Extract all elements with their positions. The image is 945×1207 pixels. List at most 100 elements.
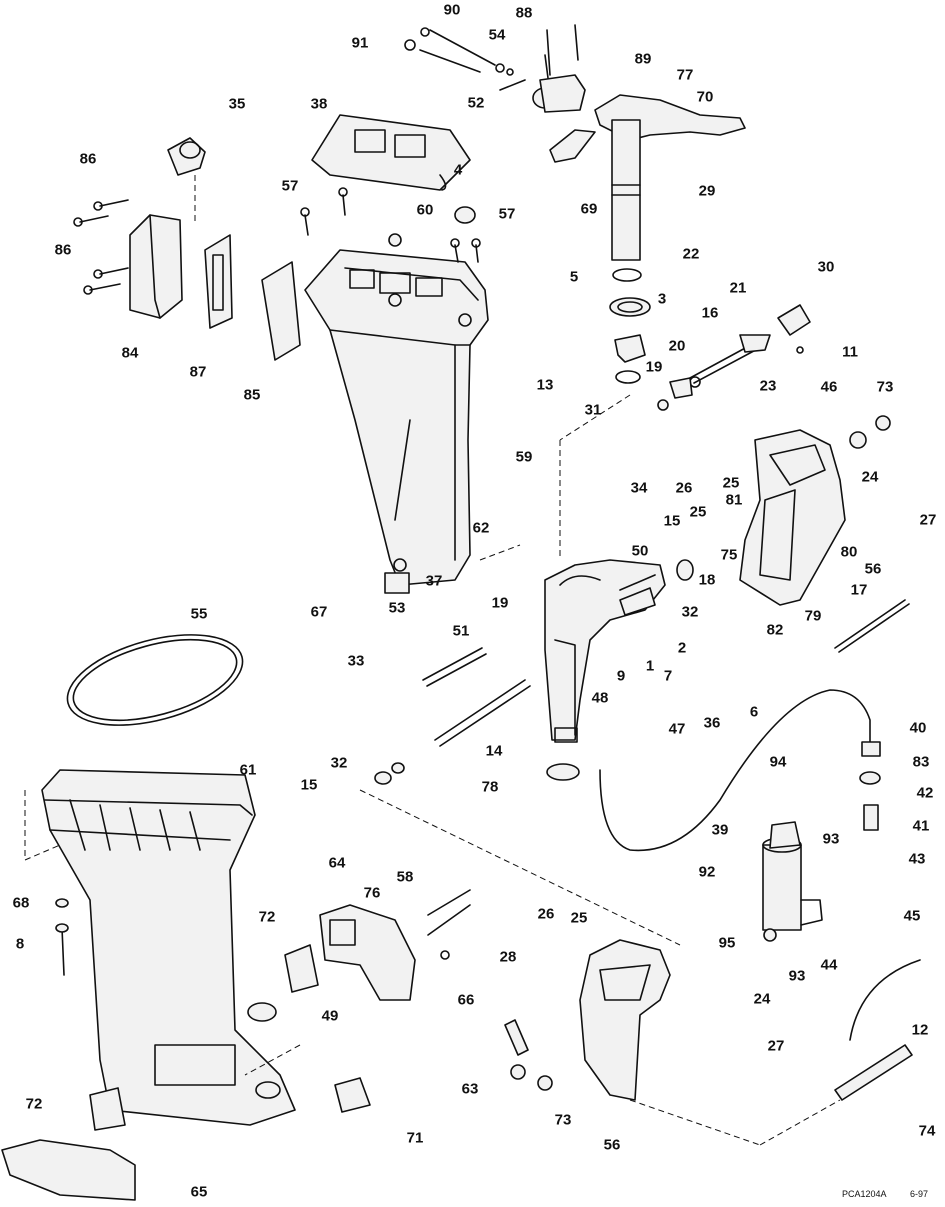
callout-12: 12 <box>911 1021 929 1039</box>
callout-57b: 57 <box>498 205 516 223</box>
callout-56: 56 <box>864 560 882 578</box>
callout-6: 6 <box>749 703 759 721</box>
callout-93b: 93 <box>788 967 806 985</box>
drive-shaft-housing-59 <box>304 249 489 594</box>
callout-80: 80 <box>840 543 858 561</box>
callout-11: 11 <box>842 343 858 361</box>
callout-1: 1 <box>645 657 655 675</box>
callout-9: 9 <box>616 667 626 685</box>
wear-pad-69 <box>549 129 596 163</box>
callout-94: 94 <box>769 753 787 771</box>
callout-79: 79 <box>804 607 822 625</box>
callout-42: 42 <box>916 784 934 802</box>
callout-59: 59 <box>515 448 533 466</box>
callout-46: 46 <box>820 378 838 396</box>
callout-7: 7 <box>663 667 673 685</box>
callout-20: 20 <box>668 337 686 355</box>
callout-49: 49 <box>321 1007 339 1025</box>
callout-22: 22 <box>682 245 700 263</box>
callout-65: 65 <box>190 1183 208 1201</box>
callout-90: 90 <box>443 1 461 19</box>
callout-37: 37 <box>425 572 443 590</box>
callout-8: 8 <box>15 935 25 953</box>
callout-45: 45 <box>903 907 921 925</box>
callout-17: 17 <box>850 581 868 599</box>
callout-32b: 32 <box>330 754 348 772</box>
mount-64 <box>319 904 416 1001</box>
callout-24: 24 <box>861 468 879 486</box>
trim-cable-39 <box>599 689 881 852</box>
callout-5: 5 <box>569 268 579 286</box>
callout-74: 74 <box>918 1122 936 1140</box>
callout-86b: 86 <box>54 241 72 259</box>
callout-21: 21 <box>729 279 747 297</box>
stern-bracket-23 <box>739 415 891 606</box>
callout-51: 51 <box>452 622 470 640</box>
callout-62: 62 <box>472 519 490 537</box>
assembly-lines <box>24 394 841 1146</box>
callout-27b: 27 <box>767 1037 785 1055</box>
callout-55: 55 <box>190 605 208 623</box>
callout-27: 27 <box>919 511 937 529</box>
callout-25c: 25 <box>570 909 588 927</box>
stern-bracket-95 <box>504 939 671 1101</box>
callout-40: 40 <box>909 719 927 737</box>
callout-23: 23 <box>759 377 777 395</box>
callout-25: 25 <box>722 474 740 492</box>
drawing-code: PCA1204A <box>842 1189 887 1199</box>
bearings-5-3-22-31 <box>609 268 651 384</box>
callout-54: 54 <box>488 26 506 44</box>
callout-89: 89 <box>634 50 652 68</box>
callout-70: 70 <box>696 88 714 106</box>
callout-13: 13 <box>536 376 554 394</box>
ground-strap-44 <box>834 959 921 1101</box>
callout-86: 86 <box>79 150 97 168</box>
callout-66: 66 <box>457 991 475 1009</box>
callout-53: 53 <box>388 599 406 617</box>
callout-93: 93 <box>822 830 840 848</box>
callout-63: 63 <box>461 1080 479 1098</box>
callout-26: 26 <box>675 479 693 497</box>
grommet-35 <box>167 137 206 225</box>
gasket-87 <box>204 234 233 329</box>
callout-64: 64 <box>328 854 346 872</box>
callout-81: 81 <box>725 491 743 509</box>
trim-cylinder-92 <box>762 821 823 942</box>
callout-18: 18 <box>698 571 716 589</box>
callout-32: 32 <box>681 603 699 621</box>
callout-68: 68 <box>12 894 30 912</box>
callout-16: 16 <box>701 304 719 322</box>
callout-57: 57 <box>281 177 299 195</box>
callout-43: 43 <box>908 850 926 868</box>
callout-2: 2 <box>677 639 687 657</box>
exhaust-plate-38 <box>311 114 471 191</box>
callout-85: 85 <box>243 386 261 404</box>
callout-15: 15 <box>663 512 681 530</box>
callout-38: 38 <box>310 95 328 113</box>
callout-44: 44 <box>820 956 838 974</box>
callout-92: 92 <box>698 863 716 881</box>
bolts-58 <box>427 889 471 960</box>
bolts-90-91 <box>404 27 526 91</box>
callout-25b: 25 <box>689 503 707 521</box>
callout-83: 83 <box>912 753 930 771</box>
bolts-86 <box>73 199 129 295</box>
callout-15b: 15 <box>300 776 318 794</box>
callout-77: 77 <box>676 66 694 84</box>
callout-36: 36 <box>703 714 721 732</box>
mounts-72-71-65 <box>1 944 371 1201</box>
exhaust-cover-84 <box>129 214 183 319</box>
callout-30: 30 <box>817 258 835 276</box>
gasket-85 <box>261 261 301 361</box>
callout-48: 48 <box>591 689 609 707</box>
callout-71: 71 <box>406 1129 424 1147</box>
callout-4: 4 <box>453 161 463 179</box>
callout-67: 67 <box>310 603 328 621</box>
callout-75: 75 <box>720 546 738 564</box>
callout-88: 88 <box>515 4 533 22</box>
callout-72b: 72 <box>25 1095 43 1113</box>
callout-52: 52 <box>467 94 485 112</box>
callout-58: 58 <box>396 868 414 886</box>
callout-50: 50 <box>631 542 649 560</box>
